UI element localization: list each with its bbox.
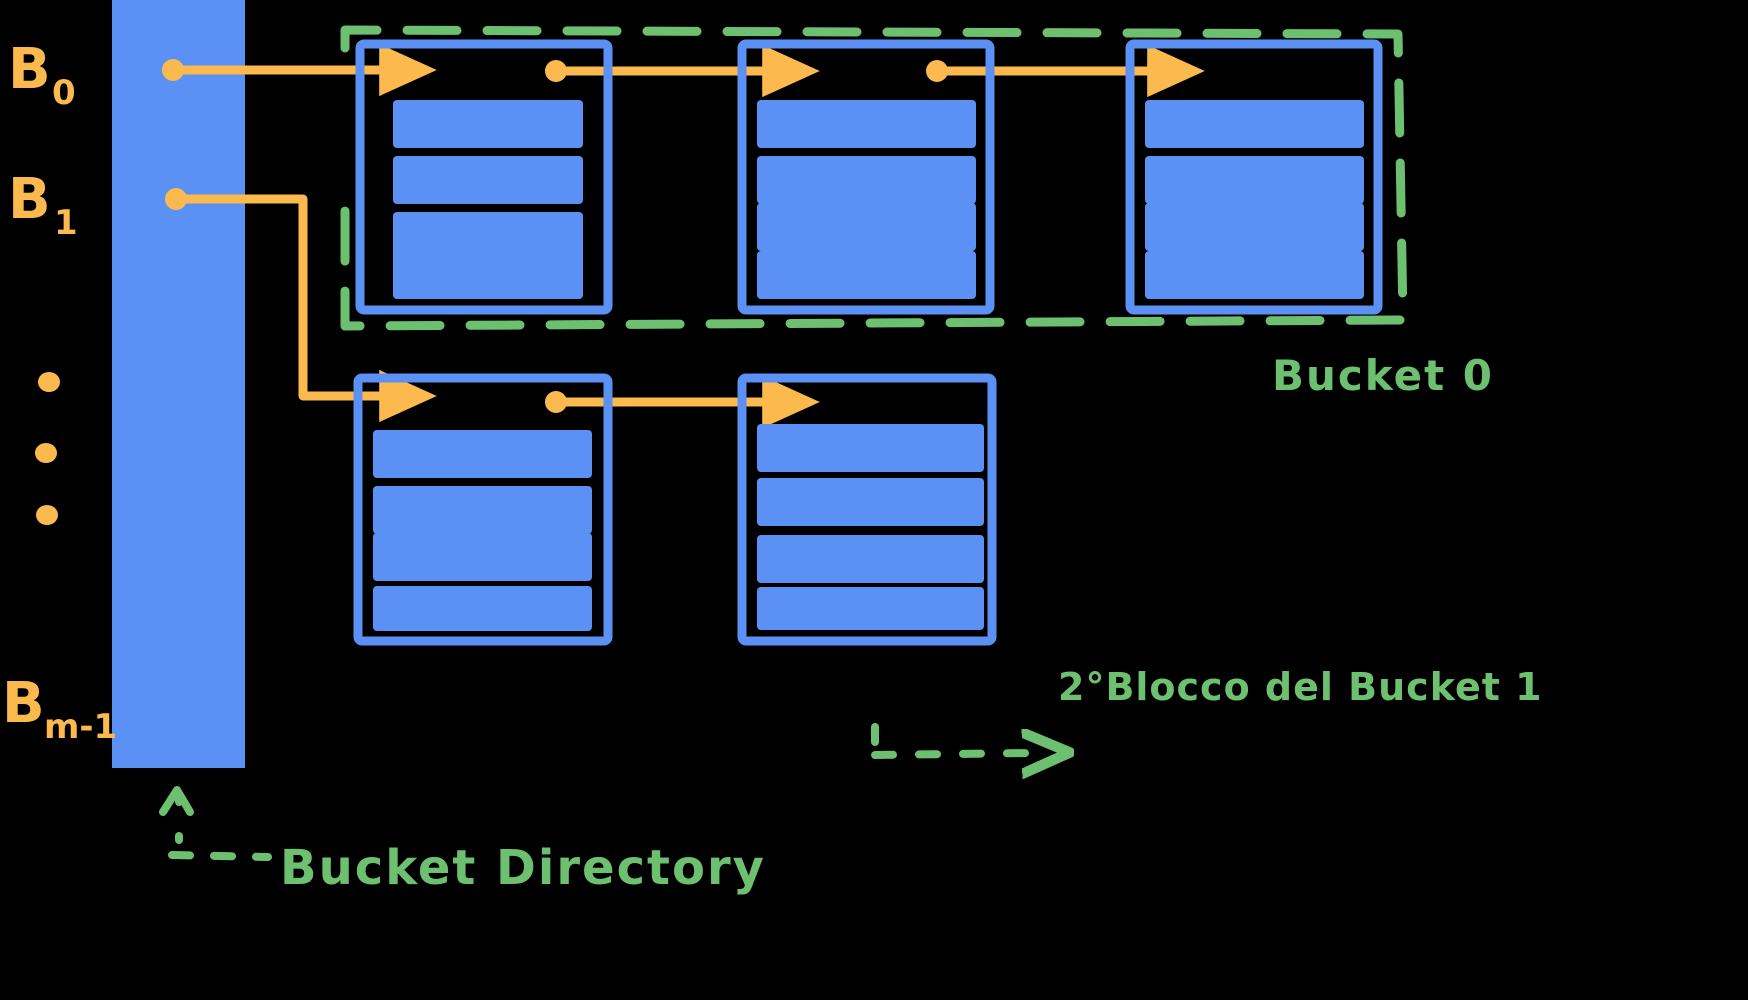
svg-text:1: 1 <box>54 203 78 243</box>
directory-label-b0: B 0 <box>8 37 76 113</box>
bucket0-block-1[interactable] <box>355 39 613 315</box>
record-slot <box>393 212 583 260</box>
pointer-block4-to-block5 <box>545 375 820 429</box>
record-slot <box>1145 100 1364 148</box>
bucket1-block-2[interactable] <box>737 373 997 646</box>
svg-text:0: 0 <box>52 73 76 113</box>
record-slot <box>757 587 984 630</box>
record-slot <box>757 478 984 526</box>
bucket0-block-2[interactable] <box>737 39 995 315</box>
pointer-b0-to-block1 <box>162 43 437 97</box>
record-slot <box>757 156 976 204</box>
bucket-directory-label: Bucket Directory <box>280 840 766 896</box>
record-slot <box>373 533 592 581</box>
record-slot <box>393 251 583 299</box>
pointer-b1-to-block4 <box>165 188 437 423</box>
bucket-0-dashed-outline <box>340 25 1408 331</box>
record-slot <box>757 251 976 299</box>
record-slot <box>1145 203 1364 251</box>
bucket-0-label: Bucket 0 <box>1272 351 1494 400</box>
record-slot <box>1145 156 1364 204</box>
pointer-block2-to-block3 <box>926 44 1205 98</box>
record-slot <box>373 430 592 478</box>
record-slot <box>1145 251 1364 299</box>
record-slot <box>373 486 592 534</box>
second-block-label: 2°Blocco del Bucket 1 <box>1058 665 1543 709</box>
directory-ellipsis <box>35 372 60 525</box>
svg-text:m-1: m-1 <box>44 707 117 747</box>
svg-text:B: B <box>2 671 45 736</box>
svg-text:B: B <box>8 167 51 232</box>
second-block-callout-arrow <box>871 723 1030 755</box>
record-slot <box>757 424 984 472</box>
svg-text:B: B <box>8 37 51 102</box>
bucket1-block-1[interactable] <box>353 373 613 646</box>
record-slot <box>393 156 583 204</box>
bucket0-block-3[interactable] <box>1125 39 1383 315</box>
directory-label-bm1: B m-1 <box>2 671 117 747</box>
bucket-directory-callout-arrow <box>159 786 272 861</box>
record-slot <box>757 100 976 148</box>
directory-label-b1: B 1 <box>8 167 78 243</box>
record-slot <box>373 586 592 631</box>
bucket-directory-column[interactable] <box>112 0 245 768</box>
record-slot <box>757 203 976 251</box>
pointer-block1-to-block2 <box>545 44 820 98</box>
record-slot <box>757 535 984 583</box>
record-slot <box>393 100 583 148</box>
